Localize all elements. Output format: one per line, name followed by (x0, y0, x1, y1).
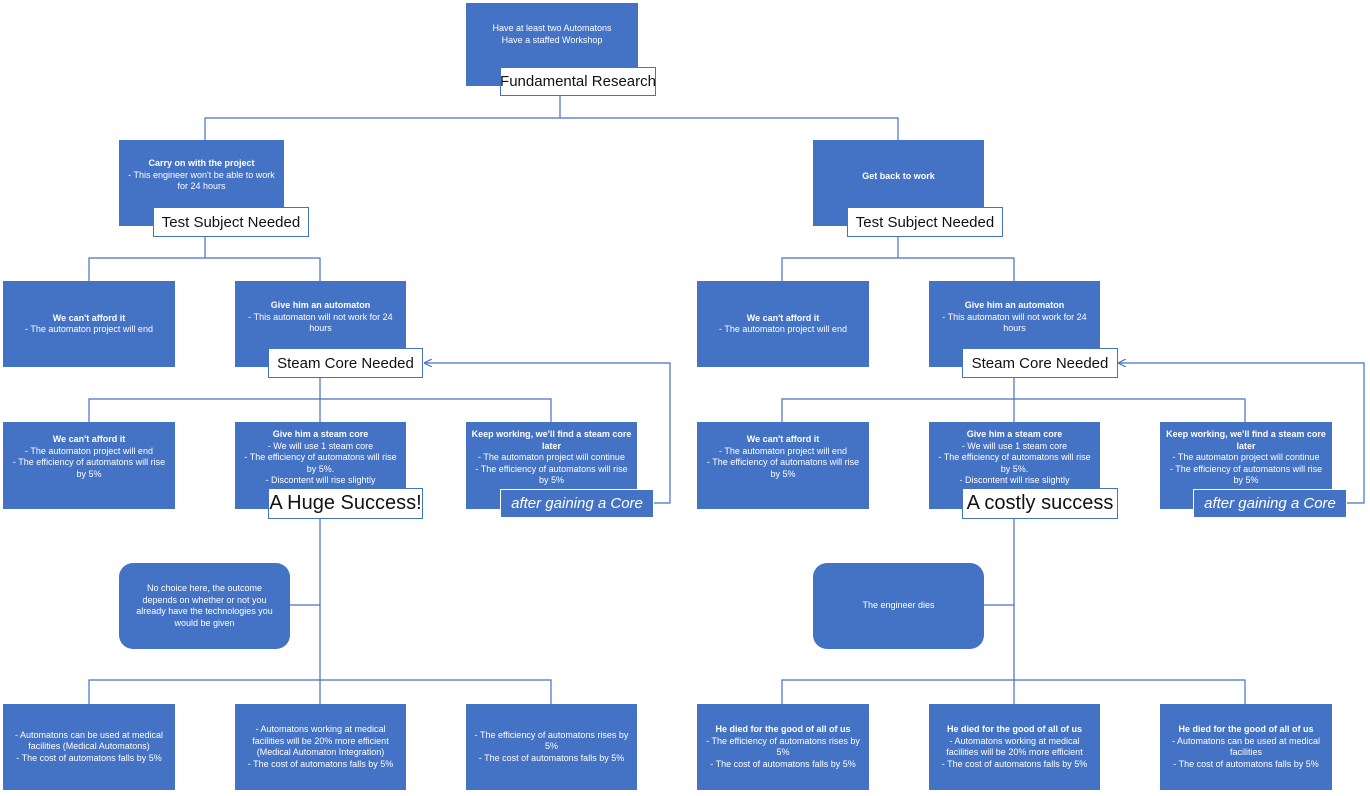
box-text-line: - This automaton will not work for 24 ho… (248, 311, 393, 334)
left-afford-box[interactable]: We can't afford it- The automaton projec… (3, 281, 175, 367)
arrow-right-loop (1119, 363, 1365, 504)
connector-right-success (781, 519, 1015, 704)
right-give-core-box[interactable]: Give him a steam core- We will use 1 ste… (929, 422, 1100, 509)
box-text-line: - The efficiency of automatons rises by … (706, 735, 860, 758)
box-text-line: No choice here, the outcome depends on w… (136, 583, 273, 628)
arrow-left-loop (425, 363, 671, 504)
connector-left-success (88, 519, 321, 704)
box-text-line: - The automaton project will end (25, 324, 153, 334)
box-text-line: - Automatons working at medical faciliti… (252, 724, 389, 757)
right-success-label: A costly success (962, 488, 1118, 519)
left-afford-core-box[interactable]: We can't afford it- The automaton projec… (3, 422, 175, 509)
box-text-line: - The cost of automatons falls by 5% (478, 752, 625, 763)
box-text-line: - We will use 1 steam core (961, 440, 1068, 451)
connector-right-core (781, 377, 1015, 422)
box-text-line: - The efficiency of automatons rises by … (474, 729, 629, 752)
box-text-line: Carry on with the project (148, 158, 255, 168)
box-text-line: - The automaton project will end (719, 445, 847, 456)
connector-root-right (560, 117, 899, 140)
box-text-line: He died for the good of all of us (947, 724, 1082, 734)
box-text-line: We can't afford it (746, 434, 820, 444)
box-text-line: - The automaton project will end (719, 324, 847, 334)
box-text-line: - This engineer won't be able to work fo… (128, 169, 275, 192)
right-outcome-2-box: He died for the good of all of us- Autom… (929, 704, 1100, 790)
right-outcome-1-box: He died for the good of all of us- The e… (697, 704, 869, 790)
box-text-line: - Discontent will rise slightly (265, 475, 376, 485)
box-text-line: We can't afford it (746, 312, 820, 323)
left-success-label: A Huge Success! (268, 488, 423, 519)
box-text-line: Give him an automaton (964, 300, 1065, 310)
right-note-box: The engineer dies (813, 563, 984, 649)
box-text-line: - Automatons can be used at medical faci… (1171, 735, 1321, 758)
box-text-line: The engineer dies (862, 600, 935, 611)
connector-root (204, 96, 561, 140)
box-text-line: - We will use 1 steam core (267, 440, 374, 451)
box-text-line: - The cost of automatons falls by 5% (1173, 758, 1319, 769)
right-steam-core-label: Steam Core Needed (962, 348, 1118, 378)
box-text-line: Keep working, we'll find a steam core la… (1166, 429, 1326, 451)
box-text-line: Have at least two Automatons (492, 23, 612, 33)
left-after-core-label: after gaining a Core (500, 489, 654, 518)
box-text-line: He died for the good of all of us (1178, 724, 1314, 734)
left-steam-core-label: Steam Core Needed (268, 348, 423, 378)
box-text-line: Keep working, we'll find a steam core la… (471, 429, 632, 451)
box-text-line: - The efficiency of automatons will rise… (938, 452, 1091, 474)
box-text-line: Give him a steam core (966, 429, 1063, 439)
box-text-line: - The cost of automatons falls by 5% (941, 758, 1088, 769)
box-text-line: - The efficiency of automatons will rise… (706, 457, 860, 479)
right-after-core-label: after gaining a Core (1193, 489, 1347, 518)
root-label: Fundamental Research (500, 67, 656, 96)
left-choice-label: Test Subject Needed (153, 207, 309, 237)
box-text-line: - This automaton will not work for 24 ho… (942, 311, 1087, 334)
box-text-line: - The efficiency of automatons will rise… (244, 452, 397, 474)
box-text-line: - Automatons working at medical faciliti… (946, 735, 1083, 758)
left-outcome-1-box: - Automatons can be used at medical faci… (3, 704, 175, 790)
right-afford-core-box[interactable]: We can't afford it- The automaton projec… (697, 422, 869, 509)
box-text-line: - The automaton project will continue (1172, 452, 1320, 462)
box-text-line: - The cost of automatons falls by 5% (16, 752, 162, 763)
box-text-line: - The cost of automatons falls by 5% (247, 758, 394, 769)
box-text-line: - The efficiency of automatons will rise… (475, 463, 628, 486)
connector-left-core (88, 377, 321, 422)
connector-left-choice (88, 236, 206, 281)
right-afford-box[interactable]: We can't afford it- The automaton projec… (697, 281, 869, 367)
left-outcome-2-box: - Automatons working at medical faciliti… (235, 704, 406, 790)
box-text-line: We can't afford it (52, 434, 126, 444)
connector-right-choice (781, 236, 899, 281)
left-note-box: No choice here, the outcome depends on w… (119, 563, 290, 649)
box-text-line: We can't afford it (52, 312, 126, 323)
right-outcome-3-box: He died for the good of all of us- Autom… (1160, 704, 1332, 790)
box-text-line: - The efficiency of automatons will rise… (1169, 463, 1323, 486)
box-text-line: Give him an automaton (270, 300, 371, 310)
box-text-line: - The automaton project will end (25, 445, 153, 456)
box-text-line: He died for the good of all of us (715, 724, 851, 734)
box-text-line: - Discontent will rise slightly (959, 475, 1070, 485)
box-text-line: - The cost of automatons falls by 5% (710, 758, 856, 769)
right-choice-label: Test Subject Needed (847, 207, 1003, 237)
box-text-line: - The automaton project will continue (478, 452, 625, 462)
box-text-line: Get back to work (862, 171, 935, 181)
box-text-line: Give him a steam core (272, 429, 369, 439)
box-text-line: Have a staffed Workshop (501, 34, 603, 45)
box-text-line: - Automatons can be used at medical faci… (14, 729, 164, 752)
box-text-line: - The efficiency of automatons will rise… (12, 457, 166, 479)
left-outcome-3-box: - The efficiency of automatons rises by … (466, 704, 637, 790)
